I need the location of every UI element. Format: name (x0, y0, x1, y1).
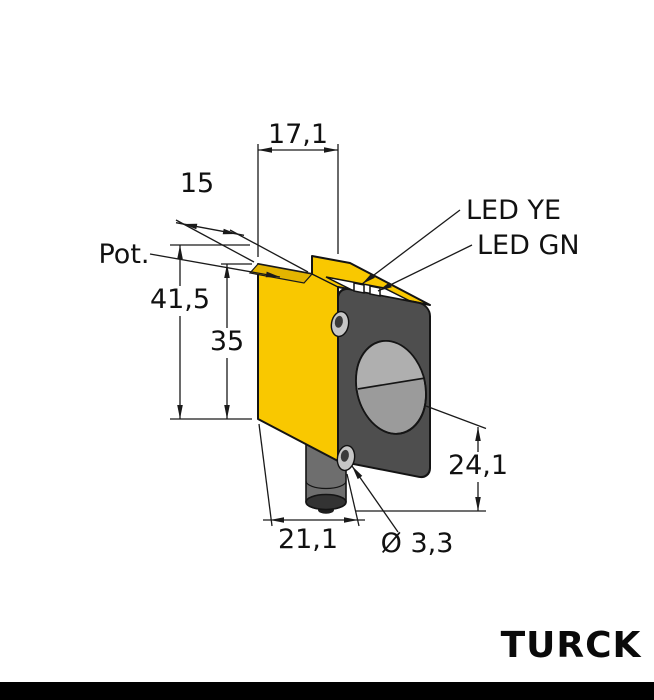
dimension-41-5 (170, 244, 252, 420)
footer-bar (0, 682, 654, 700)
dim-label-21-1: 21,1 (278, 524, 338, 555)
led-green-indicator (369, 285, 381, 297)
dim-label-hole: Ø 3,3 (381, 528, 454, 559)
dim-label-24-1: 24,1 (448, 450, 508, 481)
mounting-hole-bottom (336, 444, 356, 472)
dim-label-35: 35 (210, 326, 244, 357)
lens-divider-line (357, 377, 426, 390)
dim-label-bg (206, 328, 248, 358)
dim-label-bg (446, 452, 510, 482)
pot-step-face (248, 263, 314, 284)
turck-logo: TURCK (501, 625, 642, 666)
dim-label-17-1: 17,1 (268, 119, 328, 150)
dimension-15 (175, 219, 309, 273)
label-pot: Pot. (98, 239, 149, 270)
connector-collar-line (305, 480, 347, 490)
connector-rim (305, 493, 347, 511)
housing-step-edge (311, 273, 339, 288)
front-face (337, 287, 431, 479)
dim-label-bg (152, 286, 208, 316)
dimension-21-1 (258, 423, 365, 527)
mounting-hole-top (330, 310, 350, 338)
leader-hole-diameter (351, 465, 399, 533)
dimension-17-1 (257, 144, 339, 257)
dim-label-15: 15 (180, 168, 214, 199)
leader-led-ye (361, 209, 461, 285)
label-led-gn: LED GN (477, 230, 580, 261)
label-led-ye: LED YE (466, 195, 561, 226)
led-window (325, 276, 411, 302)
led-yellow-indicator (353, 282, 365, 294)
dim-label-41-5: 41,5 (150, 284, 210, 315)
dimension-24-1 (356, 405, 487, 512)
leader-pot (149, 253, 281, 278)
leader-led-gn (377, 244, 473, 292)
